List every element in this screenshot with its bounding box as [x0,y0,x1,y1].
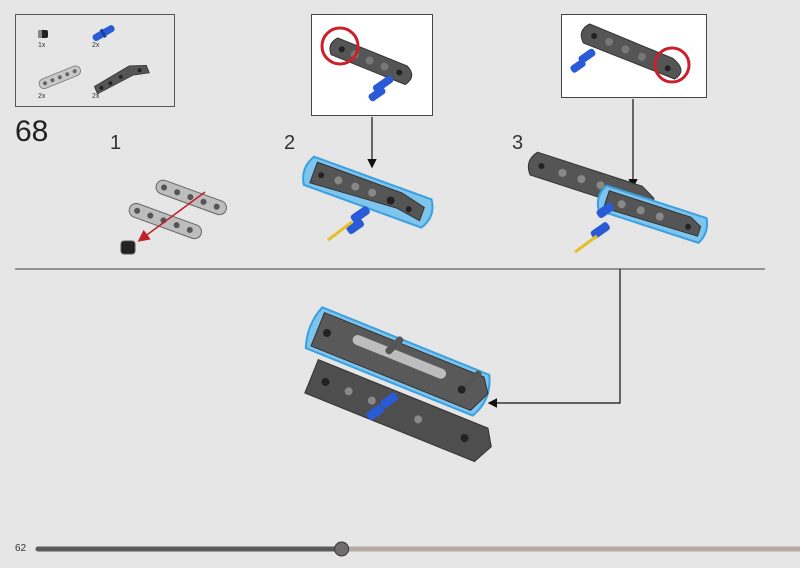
substep-1-assembly [120,179,227,255]
progress-bar [35,541,800,557]
part-qty-liftarm: 2x [38,93,46,100]
part-qty-bent-liftarm: 2x [92,93,100,100]
axle-pin-part-icon [92,25,115,41]
substep-3-assembly [527,151,709,254]
page-number: 62 [15,543,27,554]
part-qty-axle-pin: 2x [92,42,100,49]
bent-liftarm-part-icon [93,65,150,95]
assembly-arrow [487,269,621,408]
callout-3-highlight-circle [653,46,691,84]
callout-2-assembly [320,26,413,102]
callout-2-highlight-circle [320,26,360,66]
substep-2-assembly [302,155,434,242]
callout-3-assembly [570,23,691,84]
step-number: 68 [15,115,49,148]
liftarm-part-icon [38,65,82,90]
part-qty-bushing: 1x [38,42,46,49]
main-assembly [304,306,492,463]
substep-number-3: 3 [512,132,524,154]
substep-number-2: 2 [284,132,296,154]
substep-number-1: 1 [110,132,122,154]
bushing-part-icon [38,30,48,38]
progress-knob[interactable] [334,541,350,557]
parts-list-box: 1x 2x 2x 2x [15,14,175,107]
